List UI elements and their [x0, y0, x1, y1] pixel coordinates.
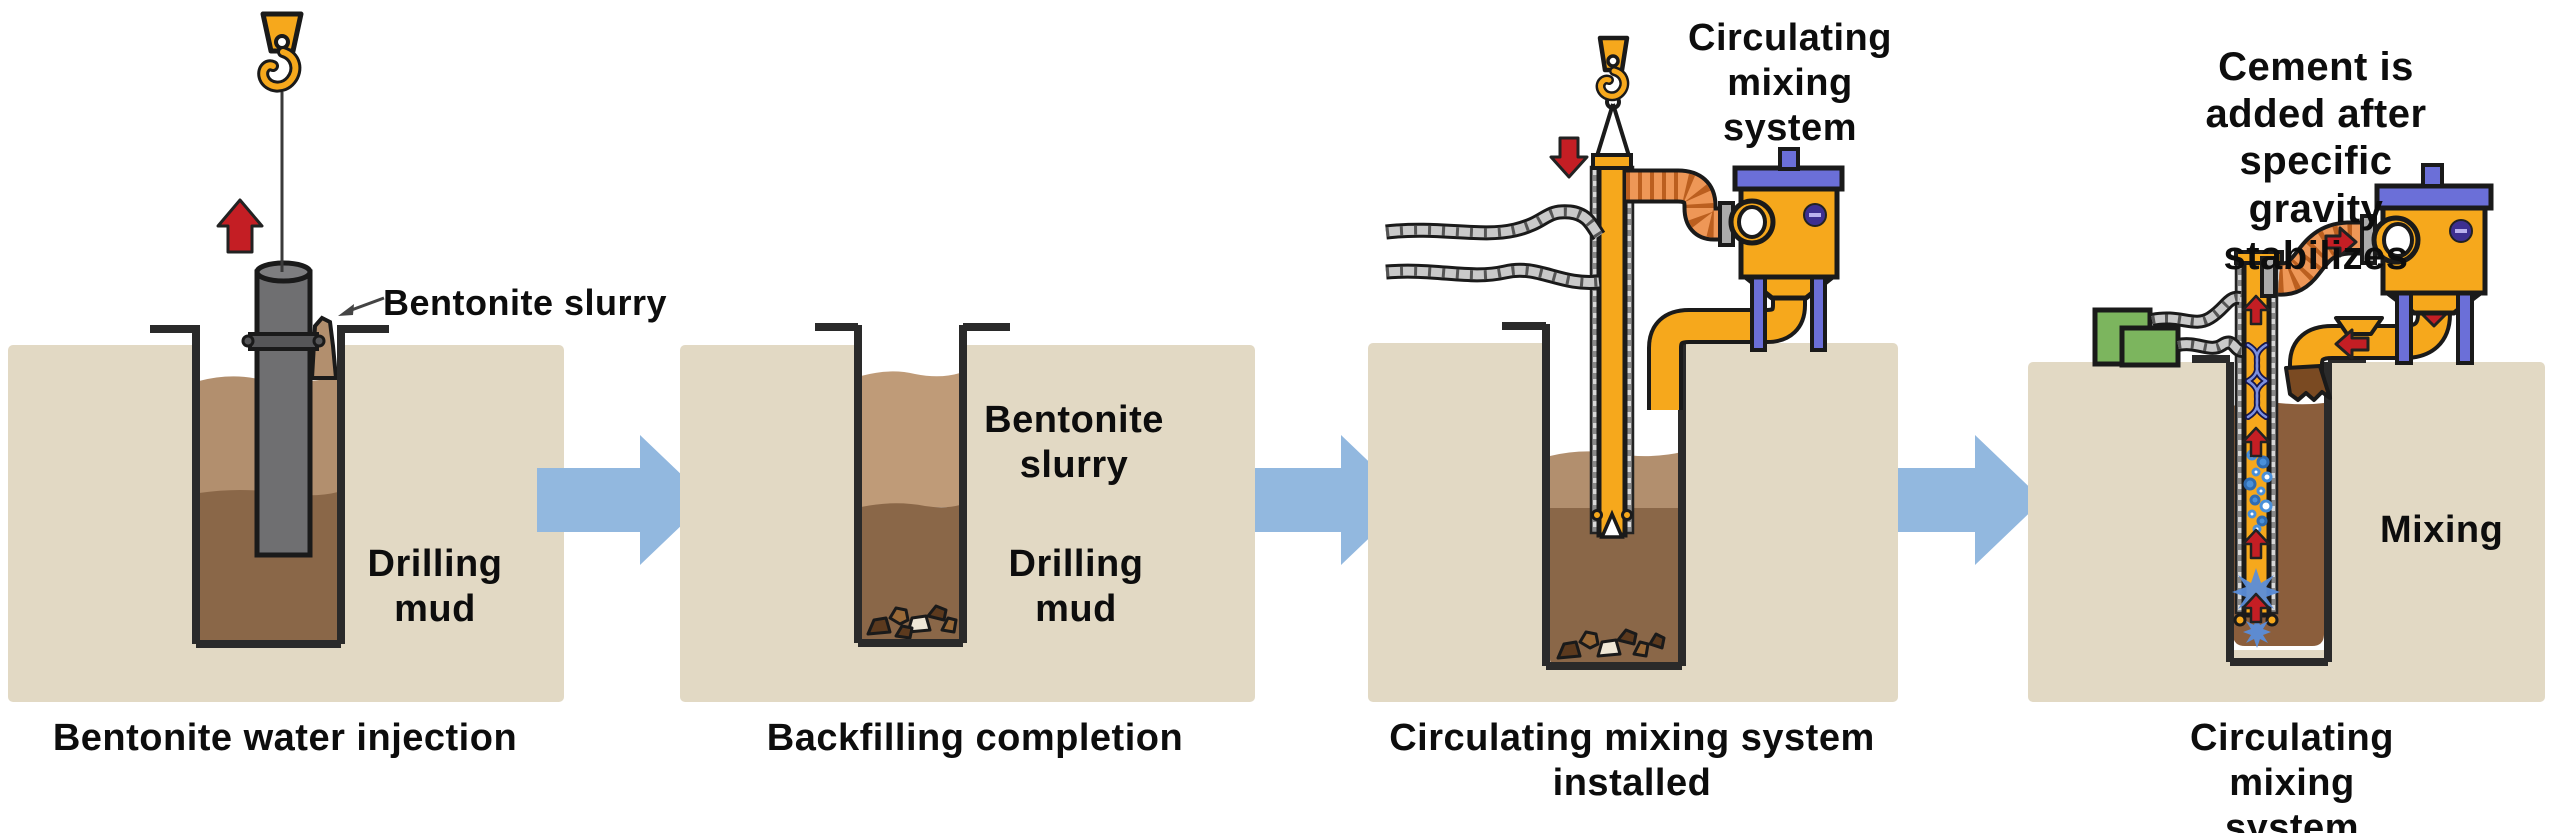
cuttings-rocks: [1556, 628, 1666, 660]
suction-hose: [1626, 168, 1724, 242]
drilling-mud-fill: [1550, 508, 1682, 665]
funnel-cup: [2334, 316, 2384, 336]
drilling-mud-label: Drilling mud: [367, 543, 503, 630]
lifting-sling: [1595, 94, 1631, 157]
crane-hook-icon: [1595, 35, 1630, 102]
panel-4-caption: Circulating mixing system activated: [2190, 717, 2394, 833]
equipment-boxes: [2092, 307, 2181, 368]
tank-lid: [1732, 165, 1845, 192]
red-down-arrow-icon: [1549, 136, 1589, 179]
mixing-tank: [1728, 147, 1845, 352]
trench-walls: [854, 325, 967, 647]
helix-mixer-icon: [2245, 342, 2269, 420]
tank-vent: [1778, 147, 1800, 171]
discharge-pipe: [1647, 297, 1807, 410]
circulating-mixing-system-label: Circulating mixing system: [1688, 17, 1892, 149]
ground-block: [680, 345, 1255, 702]
flow-arrow-icon: [537, 435, 708, 565]
red-left-arrow-icon: [2334, 328, 2370, 360]
flow-arrow-icon: [1872, 435, 2043, 565]
annotation-arrow-icon: [338, 296, 385, 316]
panel-1-illustration: [8, 11, 564, 702]
panel-4-illustration: [2028, 163, 2545, 702]
power-cables: [2150, 290, 2244, 358]
crane-hook-icon: [257, 11, 304, 93]
casing-pipe: [241, 260, 326, 558]
red-up-arrow-icon: [216, 198, 264, 254]
hose-collar: [2260, 256, 2277, 298]
red-up-arrow-icons: [2241, 294, 2271, 624]
mixing-label: Mixing: [2380, 509, 2504, 551]
panel-2-illustration: [680, 323, 1255, 702]
fishtail-bit: [1599, 509, 1625, 539]
panel-3-caption: Circulating mixing system installed: [1389, 717, 1875, 804]
casing-clamp: [248, 332, 319, 351]
panel-1-caption: Bentonite water injection: [52, 717, 518, 759]
bentonite-slurry-label: Bentonite slurry: [383, 282, 668, 323]
flow-arrow-icon: [1238, 435, 1409, 565]
trench-walls: [192, 325, 345, 648]
mixing-tank: [2371, 163, 2494, 365]
power-cables: [1385, 204, 1606, 290]
bentonite-slurry-fill: [861, 371, 960, 507]
panel-3-illustration: [1368, 35, 1898, 702]
splash-icon: [2232, 568, 2280, 648]
panel-2-caption: Backfilling completion: [766, 717, 1184, 759]
tank-vent: [2421, 163, 2444, 188]
red-right-arrow-icon: [2324, 226, 2358, 258]
cuttings-rocks: [866, 604, 958, 640]
bentonite-slurry-label: Bentonite slurry: [984, 399, 1164, 486]
cement-note-label: Cement is added after specific gravity s…: [2205, 45, 2427, 278]
pouring-mud: [2284, 364, 2332, 402]
trench-walls: [2226, 362, 2332, 666]
mixing-pipe: [1589, 153, 1635, 539]
drilling-mud-label: Drilling mud: [1008, 543, 1144, 630]
